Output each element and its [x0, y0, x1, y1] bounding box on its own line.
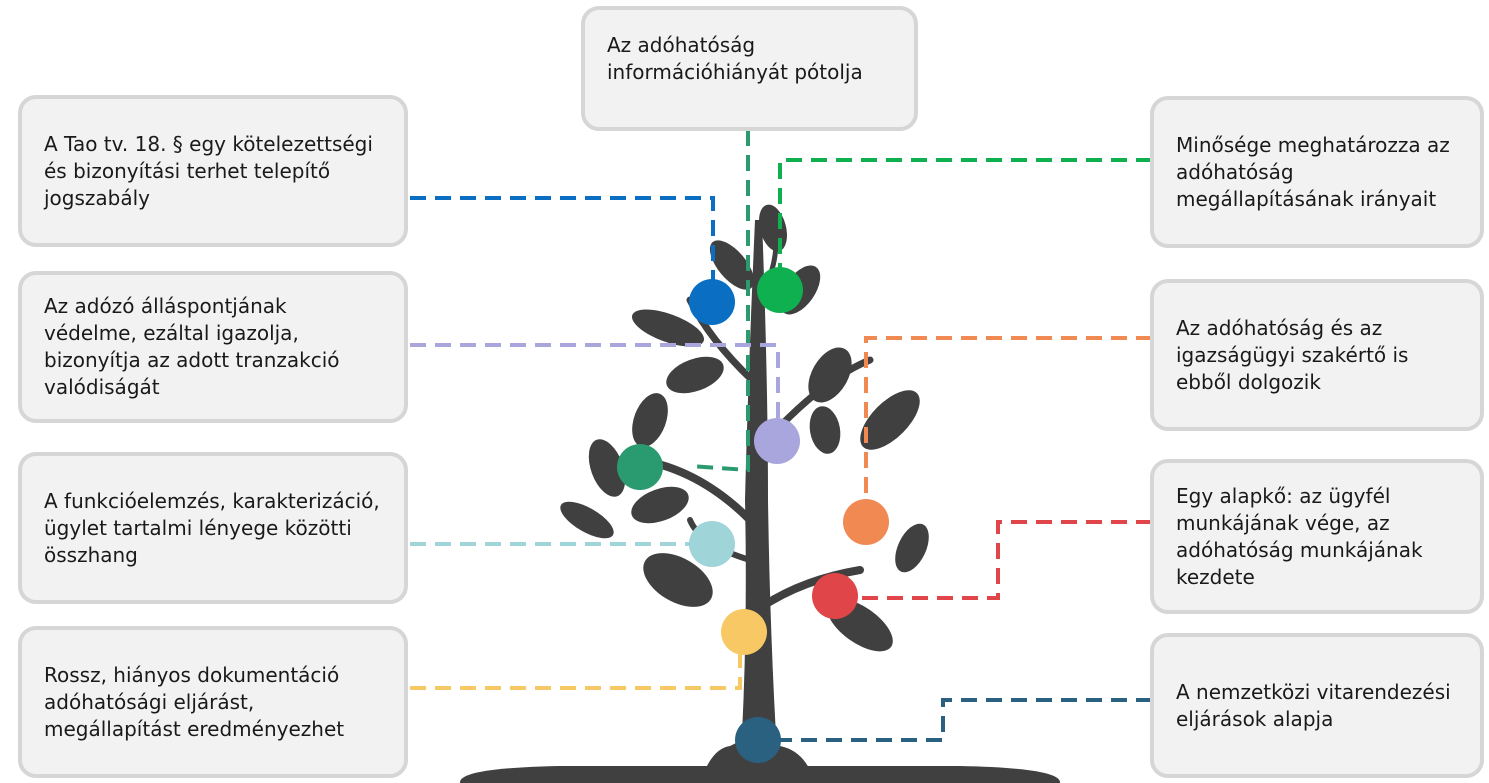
node-yellow	[721, 609, 767, 655]
leaf	[809, 406, 841, 454]
box-left-2: Az adózó álláspontjának védelme, ezáltal…	[18, 271, 408, 423]
leaf	[588, 439, 626, 497]
node-red	[812, 573, 858, 619]
box-right-1-text: Minősége meghatározza az adóhatóság megá…	[1176, 132, 1450, 211]
node-orange	[843, 499, 889, 545]
box-left-2-text: Az adózó álláspontjának védelme, ezáltal…	[44, 294, 340, 399]
box-left-3: A funkcióelemzés, karakterizáció, ügylet…	[18, 452, 408, 604]
box-right-4-text: A nemzetközi vitarendezési eljárások ala…	[1176, 679, 1451, 731]
leaf	[560, 501, 614, 539]
node-teal-green	[617, 444, 663, 490]
connector-lines	[410, 130, 1152, 742]
node-lavender	[754, 418, 800, 464]
box-right-2: Az adóhatóság és az igazságügyi szakértő…	[1150, 279, 1484, 431]
leaf	[860, 390, 920, 450]
box-left-4-text: Rossz, hiányos dokumentáció adóhatósági …	[44, 662, 345, 741]
connector-right3	[860, 520, 1152, 600]
leaf	[666, 356, 724, 394]
leaf	[895, 523, 929, 573]
node-dark-teal	[735, 717, 781, 763]
box-right-4: A nemzetközi vitarendezési eljárások ala…	[1150, 633, 1484, 778]
leaf	[632, 393, 668, 447]
tree-nodes	[617, 267, 889, 763]
box-left-4: Rossz, hiányos dokumentáció adóhatósági …	[18, 626, 408, 778]
connector-left4	[410, 645, 742, 690]
box-top: Az adóhatóság információhiányát pótolja	[581, 6, 918, 131]
box-top-text: Az adóhatóság információhiányát pótolja	[607, 33, 863, 84]
connector-right4	[780, 698, 1152, 742]
leaf	[631, 309, 705, 347]
node-green	[757, 267, 803, 313]
box-right-2-text: Az adóhatóság és az igazságügyi szakértő…	[1176, 315, 1409, 394]
box-right-3: Egy alapkő: az ügyfél munkájának vége, a…	[1150, 459, 1484, 614]
connector-left1	[410, 196, 715, 295]
connector-left2	[410, 343, 780, 430]
box-right-3-text: Egy alapkő: az ügyfél munkájának vége, a…	[1176, 483, 1423, 589]
leaf	[631, 486, 689, 524]
box-right-1: Minősége meghatározza az adóhatóság megá…	[1150, 96, 1484, 248]
connector-right2	[864, 336, 1152, 515]
leaf	[643, 553, 713, 607]
connector-right1	[778, 158, 1152, 282]
connector-top	[689, 130, 750, 473]
node-blue	[689, 279, 735, 325]
leaf	[808, 347, 852, 403]
box-left-1: A Tao tv. 18. § egy kötelezettségi és bi…	[18, 95, 408, 247]
box-left-3-text: A funkcióelemzés, karakterizáció, ügylet…	[44, 488, 380, 567]
node-light-teal	[689, 521, 735, 567]
tree-leaves	[560, 204, 929, 652]
ground-shape	[459, 766, 1061, 783]
box-left-1-text: A Tao tv. 18. § egy kötelezettségi és bi…	[44, 131, 373, 210]
leaf	[709, 240, 755, 290]
